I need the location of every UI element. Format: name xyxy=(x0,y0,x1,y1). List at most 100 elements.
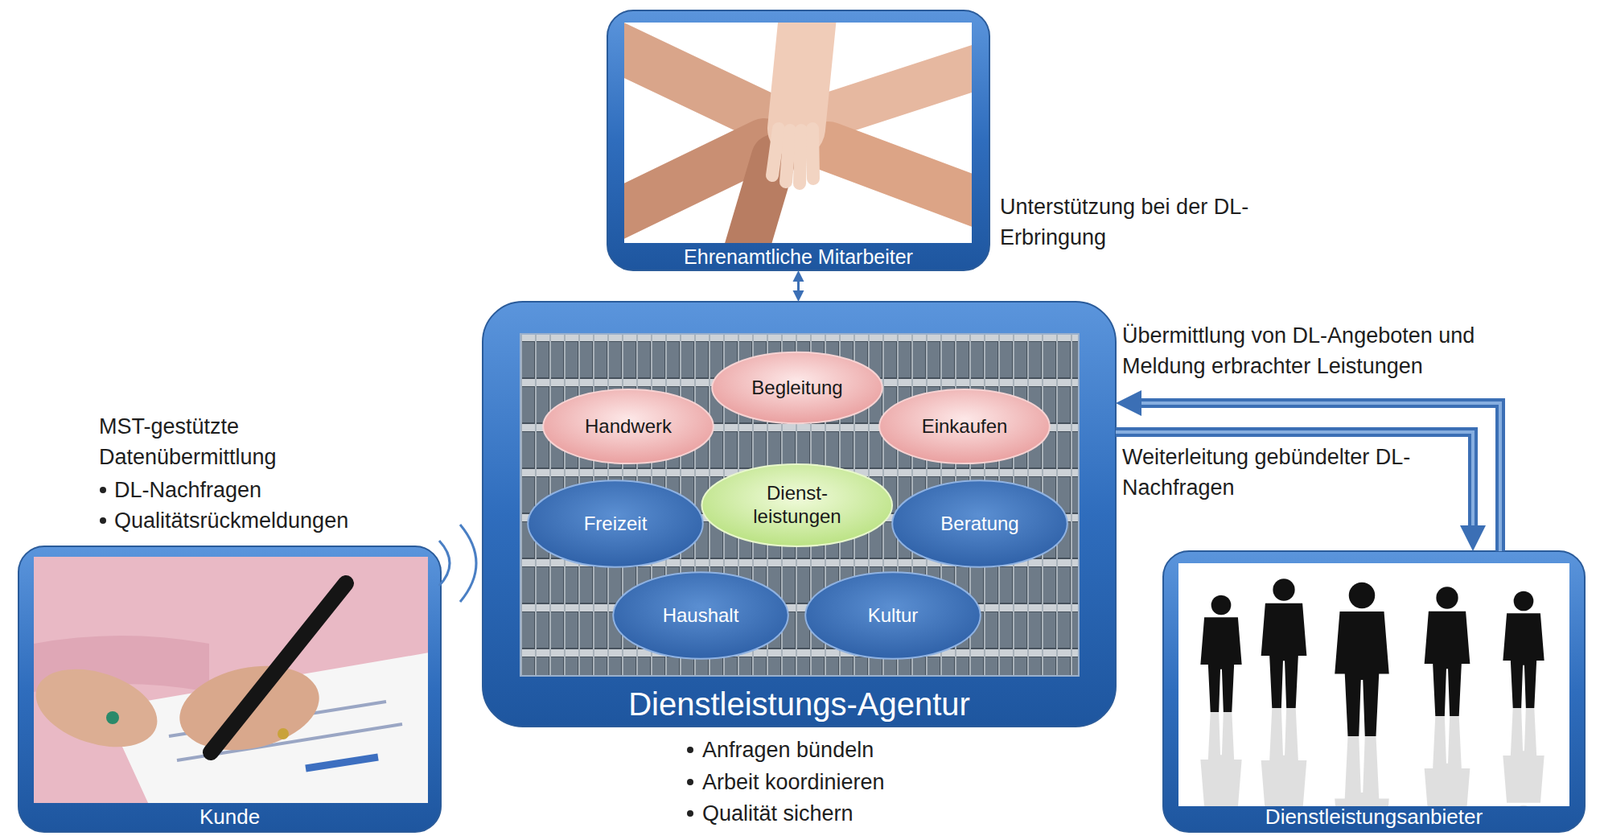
edge-label: Übermittlung von DL-Angeboten und Meldun… xyxy=(1122,320,1509,382)
arm xyxy=(812,64,972,121)
service-ellipse: Haushalt xyxy=(611,570,790,661)
connector-highlight xyxy=(1115,431,1473,534)
service-ellipse: Beratung xyxy=(890,478,1070,569)
arm xyxy=(624,44,773,121)
agency-box: Dienstleistungs-Agentur BegleitungHandwer… xyxy=(482,301,1116,727)
connector-line xyxy=(1115,431,1473,534)
bullet xyxy=(686,746,694,753)
service-ellipse: Freizeit xyxy=(526,478,705,569)
label-holder: Qualität sichern xyxy=(702,797,992,829)
service-label: Beratung xyxy=(940,512,1019,536)
people-silhouettes xyxy=(1200,578,1544,807)
silhouette xyxy=(1502,707,1544,807)
silhouette xyxy=(1261,707,1308,807)
arm xyxy=(796,22,809,129)
ellipse-shape xyxy=(892,480,1068,568)
volunteer-frame xyxy=(607,8,990,271)
customer-photo xyxy=(33,556,428,803)
silhouette xyxy=(1334,736,1390,807)
box-title: Dienstleistungs-Agentur xyxy=(628,684,971,724)
finger xyxy=(812,128,814,179)
connector-arrow xyxy=(1115,431,1486,552)
service-ellipse: Kultur xyxy=(803,570,983,661)
bullet xyxy=(686,810,694,817)
finger xyxy=(785,130,790,182)
silhouette xyxy=(1424,715,1471,807)
connector-arrow xyxy=(793,270,805,302)
silhouette xyxy=(1502,591,1544,708)
finger xyxy=(799,130,802,184)
label-holder: Anfragen bündeln xyxy=(702,734,992,766)
silhouette xyxy=(1424,586,1471,716)
ring xyxy=(277,728,289,740)
box-title: Kunde xyxy=(199,804,260,830)
arm xyxy=(828,146,972,206)
arrow-head xyxy=(793,290,805,302)
bullet xyxy=(686,778,694,786)
center-ellipse: Dienst- leistungen xyxy=(699,462,895,548)
annotation-text: Unterstützung bei der DL-Erbringung xyxy=(999,191,1274,253)
form-bar xyxy=(305,756,379,769)
silhouette xyxy=(1261,578,1308,708)
label-holder: Qualitätsrückmeldungen xyxy=(114,505,420,536)
wireless-arc xyxy=(439,540,450,586)
provider-box: Dienstleistungsanbieter xyxy=(1163,551,1585,832)
bullet xyxy=(99,486,107,494)
silhouette xyxy=(1200,595,1242,712)
label-holder: Weiterleitung gebündelter DL-Nachfragen xyxy=(1122,441,1428,503)
hand xyxy=(33,654,168,761)
service-label: Kultur xyxy=(867,604,919,628)
arrow-head xyxy=(793,270,805,282)
box-title: Dienstleistungsanbieter xyxy=(1265,804,1483,830)
annotation-text: DL-Nachfragen xyxy=(114,474,404,506)
service-label: Einkaufen xyxy=(921,415,1008,439)
ellipse-shape xyxy=(879,389,1050,464)
customer-frame xyxy=(18,546,441,832)
edge-label: Weiterleitung gebündelter DL-Nachfragen xyxy=(1122,441,1428,503)
ellipse-shape xyxy=(612,571,789,659)
label-holder: Arbeit koordinieren xyxy=(702,766,992,798)
service-label: Begleitung xyxy=(751,376,843,400)
annotation-text: Qualität sichern xyxy=(702,797,992,829)
hands-photo xyxy=(624,22,972,243)
building-photo xyxy=(520,333,1079,676)
connector-arrow xyxy=(1115,390,1501,552)
ellipse-shape xyxy=(805,571,981,659)
box-title: Ehrenamtliche Mitarbeiter xyxy=(683,244,914,269)
service-label: Dienst- leistungen xyxy=(736,481,858,529)
ring xyxy=(106,711,120,724)
service-label: Freizeit xyxy=(584,512,648,536)
frame xyxy=(482,301,1116,727)
annotation-text: Anfragen bündeln xyxy=(702,734,992,766)
pen xyxy=(210,583,346,753)
agency-frame xyxy=(482,301,1116,727)
service-ellipse: Handwerk xyxy=(541,387,716,465)
finger xyxy=(772,128,779,176)
ellipse-shape xyxy=(711,352,883,424)
label-holder: Unterstützung bei der DL-Erbringung xyxy=(999,191,1274,253)
annotation-text: Arbeit koordinieren xyxy=(702,766,992,798)
customer-box: Kunde xyxy=(18,546,441,832)
annotation-text: MST-gestützte Datenübermittlung xyxy=(98,411,333,473)
volunteer-box: Ehrenamtliche Mitarbeiter xyxy=(607,10,990,271)
arrow-head xyxy=(1460,525,1486,552)
service-label: Handwerk xyxy=(584,415,672,439)
service-ellipse: Einkaufen xyxy=(877,387,1052,465)
service-label: Haushalt xyxy=(662,604,740,628)
label-holder: MST-gestützte Datenübermittlung xyxy=(98,411,333,473)
bullet xyxy=(99,517,107,524)
silhouette xyxy=(1334,582,1390,737)
service-ellipse: Begleitung xyxy=(710,350,885,425)
ellipse-shape xyxy=(542,389,714,464)
frame xyxy=(18,546,441,832)
provider-frame xyxy=(1163,551,1585,840)
annotation-text: Qualitätsrückmeldungen xyxy=(114,505,420,536)
ellipse-shape xyxy=(527,480,704,568)
label-holder: DL-Nachfragen xyxy=(114,474,404,506)
label-holder: Übermittlung von DL-Angeboten und Meldun… xyxy=(1122,320,1509,382)
silhouette xyxy=(1200,711,1242,807)
wireless-arc xyxy=(460,524,477,602)
arrow-head xyxy=(1115,390,1142,416)
ellipse-shape xyxy=(702,464,893,547)
